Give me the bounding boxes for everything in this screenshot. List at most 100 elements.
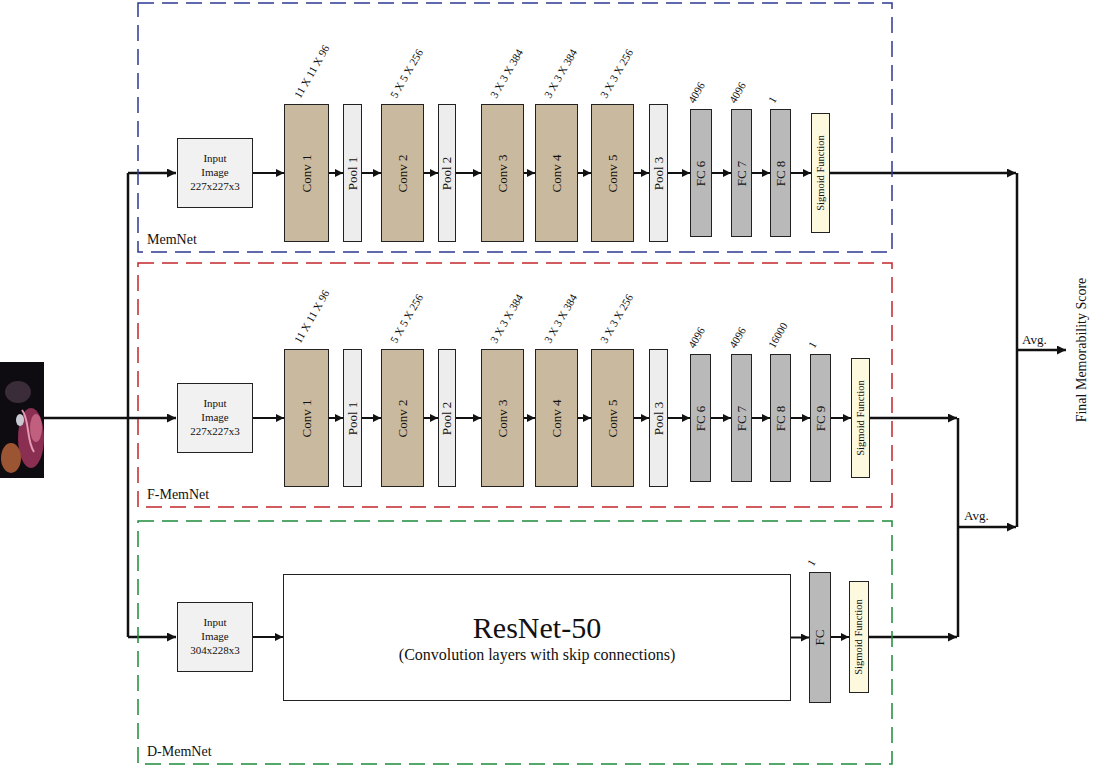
resnet-block: ResNet-50(Convolution layers with skip c… <box>283 574 791 701</box>
conv-layer: 5 X 5 X 256Conv 2 <box>381 104 424 242</box>
fc-layer: 1FC 9 <box>810 354 831 482</box>
conv-layer: 5 X 5 X 256Conv 2 <box>381 349 424 487</box>
sigmoid-box: Sigmoid Function <box>849 581 869 693</box>
layer-size: 3 X 3 X 384 <box>541 292 579 345</box>
sigmoid-box: Sigmoid Function <box>811 113 830 233</box>
arrow-connector <box>524 172 535 174</box>
dashed-border <box>138 263 892 507</box>
group-name: MemNet <box>147 232 197 248</box>
average-label: Avg. <box>964 508 989 523</box>
layer-size: 1 <box>805 557 818 568</box>
wire <box>1017 349 1066 352</box>
layer-size: 3 X 3 X 384 <box>487 47 525 100</box>
conv-layer: 3 X 3 X 384Conv 3 <box>481 349 524 487</box>
dashed-border <box>138 3 892 252</box>
input-label: Input Image 227x227x3 <box>189 397 241 438</box>
block-title: ResNet-50 <box>473 611 601 645</box>
conv-layer: 3 X 3 X 256Conv 5 <box>591 104 634 242</box>
conv-layer: 3 X 3 X 256Conv 5 <box>591 349 634 487</box>
wire <box>128 172 176 175</box>
arrow-connector <box>424 172 438 174</box>
input-box: Input Image 227x227x3 <box>177 138 253 208</box>
group-name: D-MemNet <box>147 744 212 760</box>
layer-name: Sigmoid Function <box>815 135 827 211</box>
group-name: F-MemNet <box>147 487 209 503</box>
layer-size: 4096 <box>685 325 706 350</box>
layer-name: Conv 4 <box>549 154 564 192</box>
layer-name: Conv 1 <box>299 399 314 437</box>
layer-name: Conv 2 <box>395 399 410 437</box>
wire <box>869 636 957 639</box>
layer-size: 4096 <box>726 325 747 350</box>
layer-size: 4096 <box>686 80 707 105</box>
layer-size: 1 <box>765 94 778 105</box>
fc-layer: 4096FC 6 <box>690 109 712 237</box>
layer-name: FC 7 <box>734 160 749 186</box>
input-photo <box>0 362 44 478</box>
input-box: Input Image 227x227x3 <box>177 383 253 453</box>
layer-name: FC 8 <box>773 160 788 186</box>
wire <box>870 417 957 420</box>
layer-size: 11 X 11 X 96 <box>291 288 331 345</box>
arrow-connector <box>668 172 690 174</box>
arrow-connector <box>668 417 690 419</box>
layer-name: FC 6 <box>693 405 708 431</box>
output-wires <box>830 173 1066 637</box>
pool-layer: Pool 1 <box>343 349 362 487</box>
layer-size: 5 X 5 X 256 <box>387 292 425 345</box>
layer-name: Pool 3 <box>651 156 666 190</box>
arrow-connector <box>831 636 849 638</box>
arrow-connector <box>791 417 810 419</box>
arrow-connector <box>752 172 770 174</box>
conv-layer: 3 X 3 X 384Conv 4 <box>535 349 578 487</box>
wire <box>128 636 176 639</box>
layer-name: Conv 3 <box>495 154 510 192</box>
layer-name: FC 8 <box>773 405 788 431</box>
arrow-connector <box>362 172 381 174</box>
layer-name: Conv 1 <box>299 154 314 192</box>
layer-name: Conv 4 <box>549 399 564 437</box>
fc-layer: 1FC <box>809 572 831 703</box>
layer-size: 5 X 5 X 256 <box>387 47 425 100</box>
arrow-connector <box>253 172 284 174</box>
block-subtitle: (Convolution layers with skip connection… <box>399 645 675 665</box>
wire <box>127 173 130 637</box>
layer-name: FC <box>813 630 828 646</box>
layer-size: 3 X 3 X 256 <box>597 47 635 100</box>
layer-name: FC 6 <box>694 160 709 186</box>
conv-layer: 3 X 3 X 384Conv 3 <box>481 104 524 242</box>
arrow-connector <box>752 417 770 419</box>
layer-name: Conv 5 <box>605 154 620 192</box>
conv-layer: 11 X 11 X 96Conv 1 <box>284 349 329 487</box>
fc-layer: 4096FC 7 <box>731 109 752 237</box>
input-label: Input Image 227x227x3 <box>189 152 241 193</box>
arrow-connector <box>711 417 731 419</box>
fc-layer: 4096FC 6 <box>690 354 711 482</box>
output-label: Final Memorability Score <box>1074 278 1090 423</box>
dashed-border <box>138 521 892 764</box>
fc-layer: 16000FC 8 <box>770 354 791 482</box>
layer-name: Pool 2 <box>440 156 455 190</box>
pool-layer: Pool 2 <box>438 104 456 242</box>
network-group: MemNet Input Image 227x227x3 11 X 11 X 96C… <box>137 2 893 253</box>
layer-name: FC 9 <box>813 405 828 431</box>
layer-name: Pool 1 <box>345 156 360 190</box>
arrow-connector <box>524 417 535 419</box>
arrow-connector <box>831 417 851 419</box>
wire <box>958 526 1016 529</box>
arrow-connector <box>424 417 438 419</box>
layer-name: Conv 2 <box>395 154 410 192</box>
network-group: D-MemNetInput Image 304x228x3ResNet-50(C… <box>137 520 893 765</box>
layer-size: 4096 <box>726 80 747 105</box>
fc-layer: 1FC 8 <box>770 109 791 237</box>
layer-size: 3 X 3 X 256 <box>597 292 635 345</box>
network-group: F-MemNet Input Image 227x227x3 11 X 11 X 9… <box>137 262 893 508</box>
conv-layer: 11 X 11 X 96Conv 1 <box>284 104 329 242</box>
sigmoid-box: Sigmoid Function <box>851 358 870 478</box>
pool-layer: Pool 3 <box>649 104 668 242</box>
layer-size: 3 X 3 X 384 <box>487 292 525 345</box>
layer-name: Pool 1 <box>345 401 360 435</box>
arrow-connector <box>329 417 343 419</box>
arrow-connector <box>362 417 381 419</box>
